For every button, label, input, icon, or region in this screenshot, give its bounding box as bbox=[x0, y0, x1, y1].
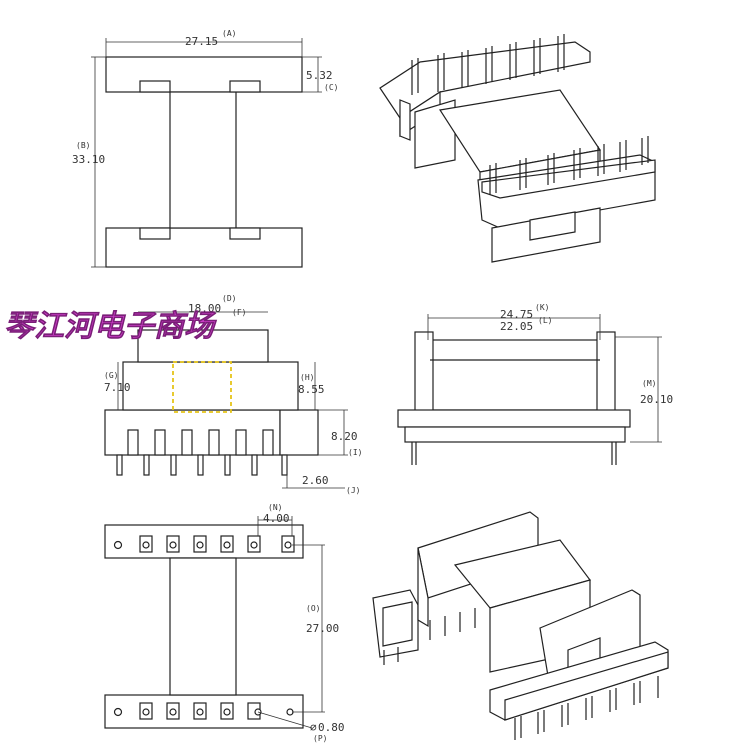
dim-j-value: 2.60 bbox=[302, 474, 329, 487]
dim-h-value: 8.55 bbox=[298, 383, 325, 396]
dim-p-value: 0.80 bbox=[318, 721, 345, 734]
dim-a-value: 27.15 bbox=[185, 35, 218, 48]
dim-p-tag: (P) bbox=[313, 734, 327, 743]
dim-b-tag: (B) bbox=[76, 141, 90, 150]
dim-i-tag: (I) bbox=[348, 448, 362, 457]
dim-l-tag: (L) bbox=[538, 316, 552, 325]
dim-g-value: 7.10 bbox=[104, 381, 131, 394]
dim-a-tag: (A) bbox=[222, 29, 236, 38]
dim-j-tag: (J) bbox=[346, 486, 360, 495]
side-view: 24.75 (K) 22.05 (L) (M) 20.10 bbox=[397, 303, 673, 465]
dim-b-value: 33.10 bbox=[72, 153, 105, 166]
dim-c-value: 5.32 bbox=[306, 69, 333, 82]
dim-d-tag: (D) bbox=[222, 294, 236, 303]
core-window-highlight bbox=[172, 361, 232, 413]
dim-d-value: 18.00 bbox=[188, 302, 221, 315]
dim-k-tag: (K) bbox=[535, 303, 549, 312]
dim-h-tag: (H) bbox=[300, 373, 314, 382]
isometric-view-top bbox=[379, 34, 656, 263]
dim-o-tag: (O) bbox=[306, 604, 320, 613]
dim-i-value: 8.20 bbox=[331, 430, 358, 443]
top-view: 27.15 (A) (B) 33.10 5.32 (C) bbox=[72, 29, 338, 268]
bottom-view: (N) 4.00 (O) 27.00 ⌀ 0.80 (P) bbox=[104, 503, 345, 743]
front-view: 18.00 (D) (F) (G) 7.10 (H) 8.55 8.20 (I)… bbox=[104, 294, 362, 495]
dim-n-value: 4.00 bbox=[263, 512, 290, 525]
isometric-view-bottom bbox=[372, 511, 669, 740]
dim-g-tag: (G) bbox=[104, 371, 118, 380]
dim-m-value: 20.10 bbox=[640, 393, 673, 406]
dim-m-tag: (M) bbox=[642, 379, 656, 388]
dim-n-tag: (N) bbox=[268, 503, 282, 512]
dim-f-tag: (F) bbox=[232, 308, 246, 317]
dim-c-tag: (C) bbox=[324, 83, 338, 92]
dim-p-symbol: ⌀ bbox=[310, 721, 317, 734]
shop-watermark: 琴江河电子商场 bbox=[4, 309, 217, 344]
dim-o-value: 27.00 bbox=[306, 622, 339, 635]
dim-k-value: 24.75 bbox=[500, 308, 533, 321]
dim-l-value: 22.05 bbox=[500, 320, 533, 333]
